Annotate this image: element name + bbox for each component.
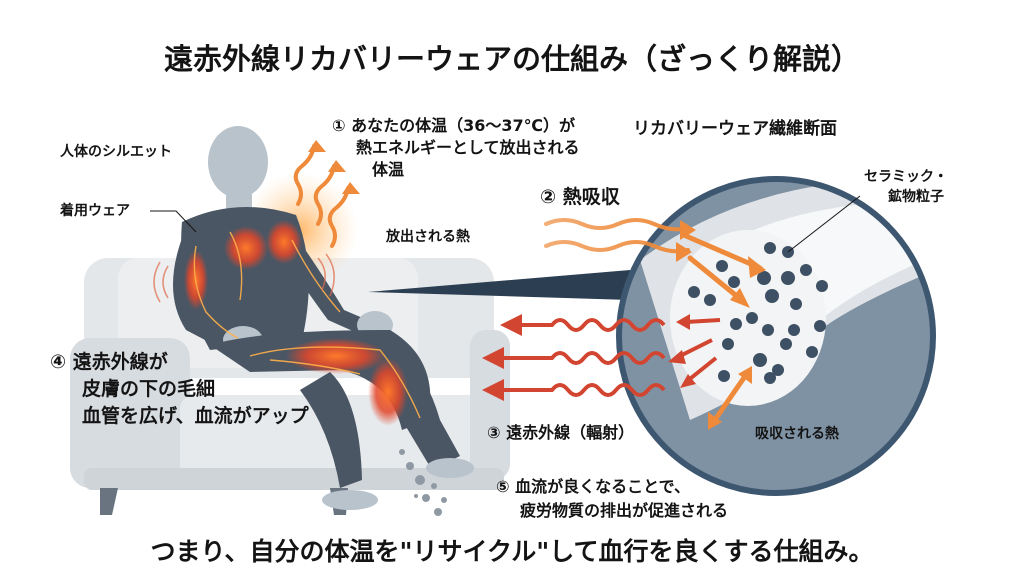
wear-label: 着用ウェア xyxy=(60,203,130,219)
step3-label: ③ 遠赤外線（輻射） xyxy=(487,423,635,442)
step1-line2: 熱エネルギーとして放出される xyxy=(356,138,580,157)
step4-line3: 血管を広げ、血流がアップ xyxy=(82,405,309,427)
absorbed-heat-label: 吸収される熱 xyxy=(755,426,839,442)
step2-label: ② 熱吸収 xyxy=(540,186,620,208)
incoming-heat-arrows xyxy=(544,218,690,254)
person-silhouette xyxy=(153,126,474,510)
step4-line1: ④ 遠赤外線が xyxy=(50,351,168,373)
released-heat-label: 放出される熱 xyxy=(386,229,470,245)
step4-line2: 皮膚の下の毛細 xyxy=(82,378,216,400)
summary-footer: つまり、自分の体温を"リサイクル"して血行を良くする仕組み。 xyxy=(150,537,874,566)
page-title: 遠赤外線リカバリーウェアの仕組み（ざっくり解説） xyxy=(163,42,860,76)
wear-pointer xyxy=(150,210,197,233)
zoom-callout xyxy=(368,270,630,300)
fatigue-particles xyxy=(399,449,447,516)
rising-heat-arrows xyxy=(293,144,350,248)
step1-line1: ① あなたの体温（36〜37℃）が xyxy=(332,116,576,135)
silhouette-label: 人体のシルエット xyxy=(60,144,172,160)
fiber-section-title: リカバリーウェア繊維断面 xyxy=(633,119,837,139)
particles-line1: セラミック・ xyxy=(864,169,948,185)
step5-line2: 疲労物質の排出が促進される xyxy=(520,501,729,520)
particles-line2: 鉱物粒子 xyxy=(888,189,944,205)
step5-line1: ⑤ 血流が良くなることで、 xyxy=(496,477,690,496)
body-temp-label: 体温 xyxy=(372,160,405,179)
fiber-cross-section xyxy=(616,176,936,496)
far-infrared-arrows xyxy=(502,318,666,397)
